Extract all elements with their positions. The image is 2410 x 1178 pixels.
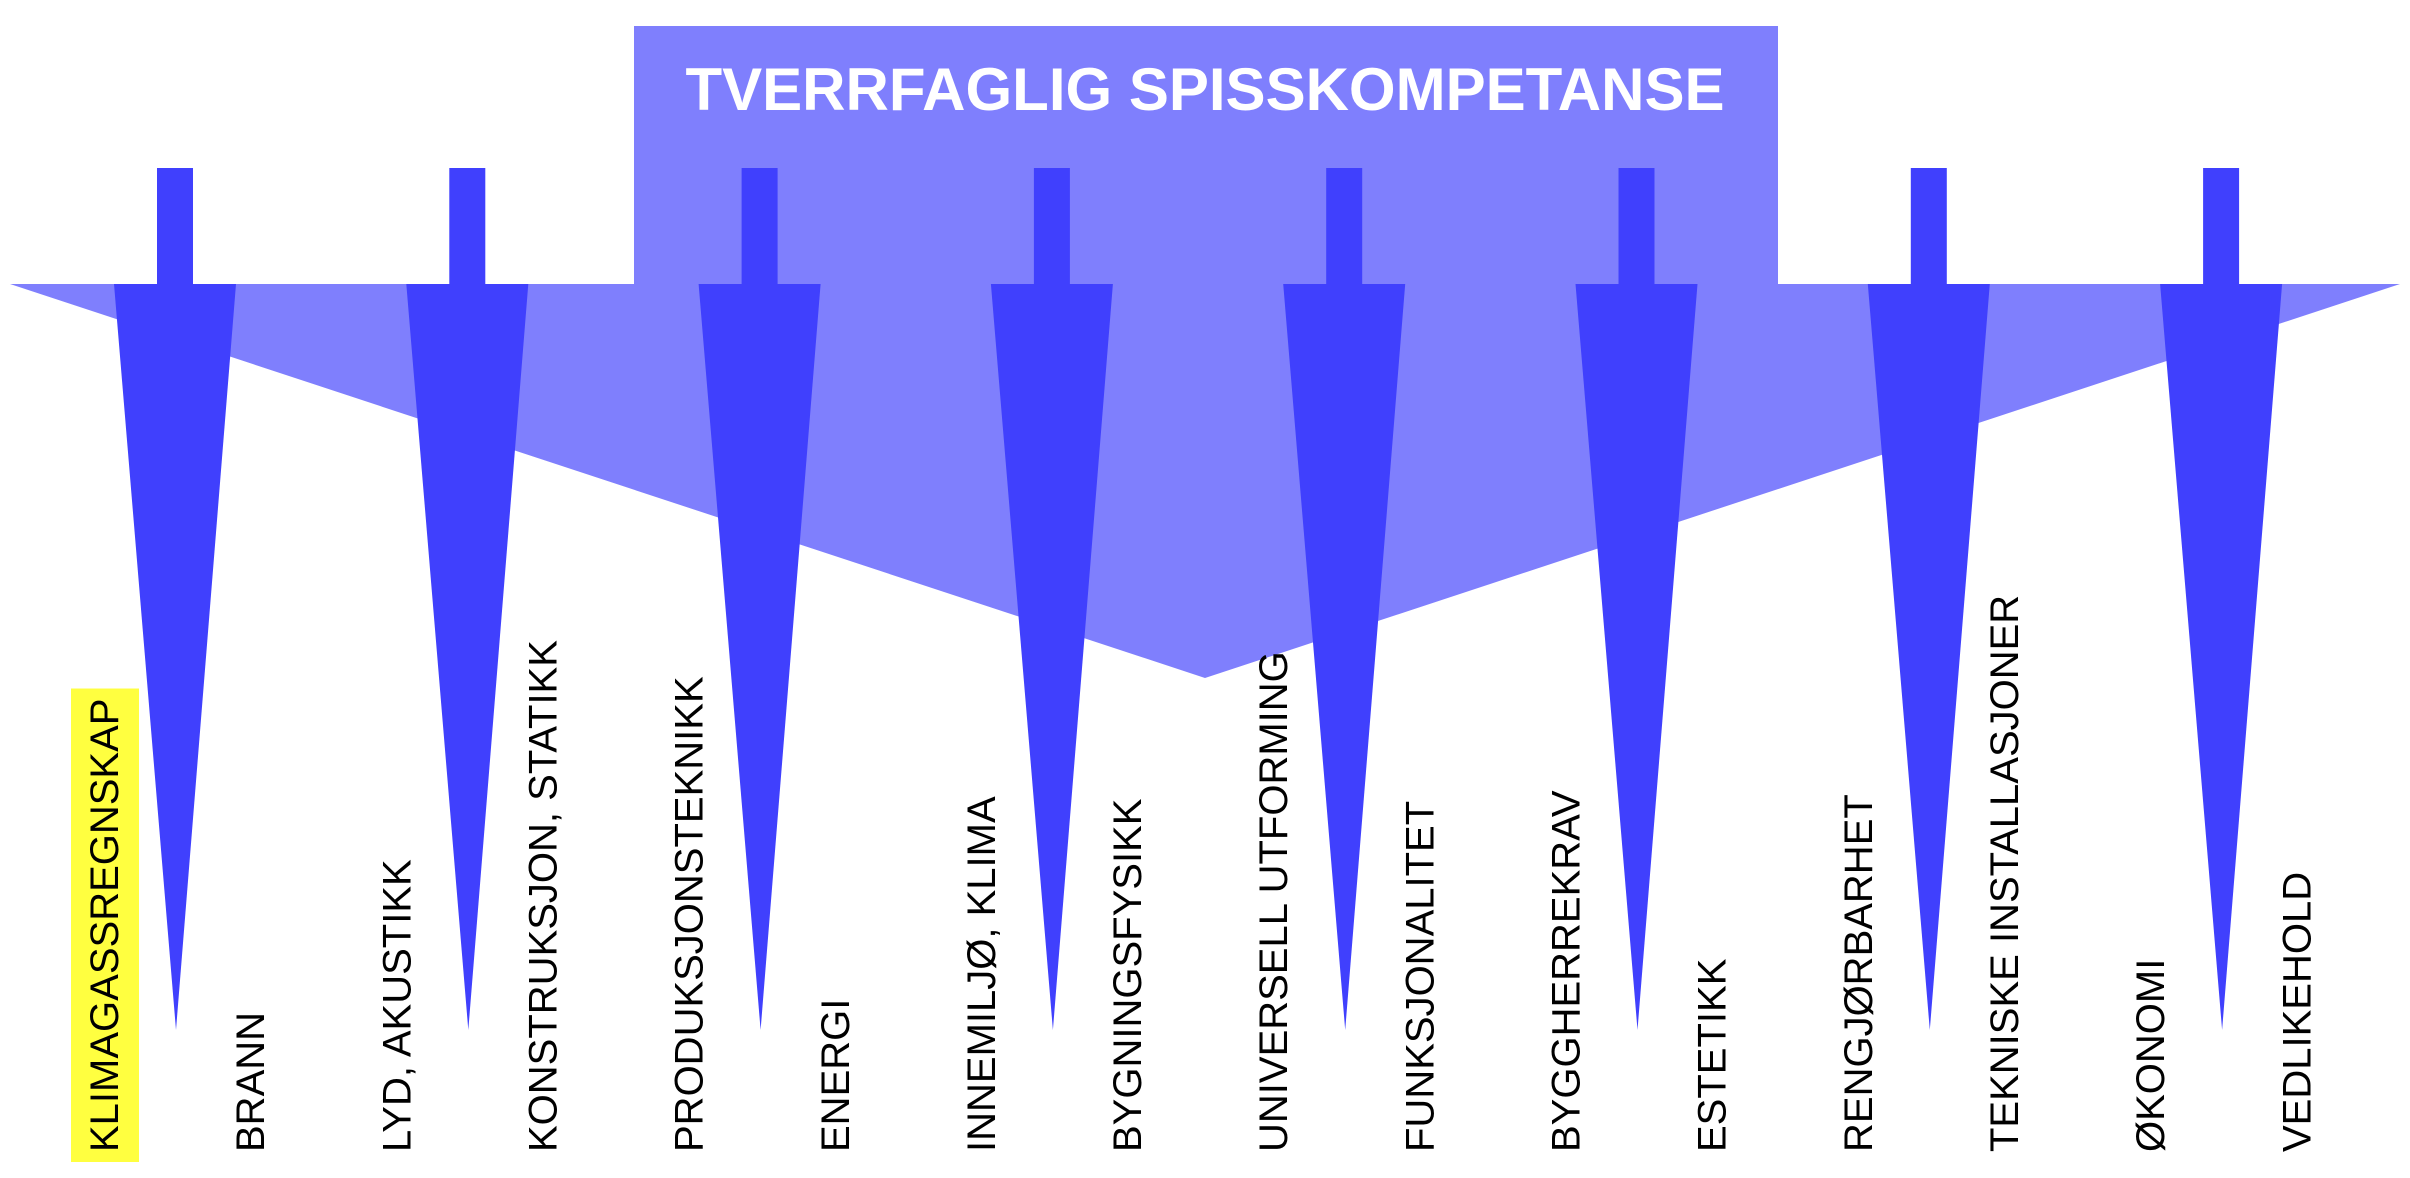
discipline-label: ESTETIKK xyxy=(1691,958,1735,1152)
discipline-label-text: BYGGHERREKRAV xyxy=(1545,790,1589,1152)
discipline-label: KONSTRUKSJON, STATIKK xyxy=(521,640,565,1152)
discipline-label-text: ØKONOMI xyxy=(2129,959,2173,1152)
discipline-label-text: TEKNISKE INSTALLASJONER xyxy=(1983,595,2027,1152)
discipline-label: BYGGHERREKRAV xyxy=(1545,790,1589,1152)
background-shapes xyxy=(10,26,2400,678)
spike-stem xyxy=(1910,168,1947,286)
diagram-title: TVERRFAGLIG SPISSKOMPETANSE xyxy=(685,56,1724,123)
discipline-label-text: ESTETIKK xyxy=(1691,958,1735,1152)
labels-group: KLIMAGASSREGNSKAP BRANN LYD, AKUSTIKK KONST… xyxy=(71,595,2319,1162)
discipline-label-text: VEDLIKEHOLD xyxy=(2275,872,2319,1152)
discipline-label-text: BRANN xyxy=(229,1012,273,1152)
discipline-label: ENERGI xyxy=(814,999,858,1152)
spikes-group xyxy=(114,168,2283,1030)
spike-stem xyxy=(1326,168,1363,286)
spike-arrow xyxy=(2160,284,2283,1030)
spike-stem xyxy=(157,168,193,286)
discipline-label: BYGNINGSFYSIKK xyxy=(1106,798,1150,1152)
discipline-label: INNEMILJØ, KLIMA xyxy=(960,796,1004,1152)
discipline-label-text: KLIMAGASSREGNSKAP xyxy=(83,699,127,1152)
spike-arrow xyxy=(1867,284,1990,1030)
spike-stem xyxy=(741,168,778,286)
discipline-label: BRANN xyxy=(229,1012,273,1152)
discipline-label: FUNKSJONALITET xyxy=(1398,801,1442,1152)
spike-arrow xyxy=(990,284,1113,1030)
discipline-label: TEKNISKE INSTALLASJONER xyxy=(1983,595,2027,1152)
spike-arrow xyxy=(406,284,529,1030)
spike-arrow xyxy=(1575,284,1698,1030)
discipline-label-text: PRODUKSJONSTEKNIKK xyxy=(668,676,712,1152)
spike-stem xyxy=(2203,168,2240,286)
discipline-label: ØKONOMI xyxy=(2129,959,2173,1152)
spike-stem xyxy=(1033,168,1070,286)
discipline-label: KLIMAGASSREGNSKAP xyxy=(71,688,139,1162)
discipline-label-text: KONSTRUKSJON, STATIKK xyxy=(521,640,565,1152)
spike-stem xyxy=(449,168,486,286)
spike-arrow xyxy=(698,284,821,1030)
discipline-label: UNIVERSELL UTFORMING xyxy=(1252,651,1296,1152)
spike-arrow xyxy=(114,284,236,1030)
discipline-label: VEDLIKEHOLD xyxy=(2275,872,2319,1152)
discipline-label-text: UNIVERSELL UTFORMING xyxy=(1252,651,1296,1152)
discipline-label-text: INNEMILJØ, KLIMA xyxy=(960,796,1004,1152)
spike-arrow xyxy=(1283,284,1406,1030)
discipline-label: PRODUKSJONSTEKNIKK xyxy=(668,676,712,1152)
funnel-triangle xyxy=(10,284,2400,678)
discipline-label: RENGJØRBARHET xyxy=(1837,794,1881,1152)
spike-stem xyxy=(1618,168,1655,286)
discipline-label-text: LYD, AKUSTIKK xyxy=(375,859,419,1152)
highlight-marker xyxy=(71,688,139,1162)
discipline-label-text: RENGJØRBARHET xyxy=(1837,794,1881,1152)
discipline-label-text: BYGNINGSFYSIKK xyxy=(1106,798,1150,1152)
discipline-label-text: ENERGI xyxy=(814,999,858,1152)
discipline-label-text: FUNKSJONALITET xyxy=(1398,801,1442,1152)
header-box xyxy=(634,26,1778,286)
discipline-label: LYD, AKUSTIKK xyxy=(375,859,419,1152)
